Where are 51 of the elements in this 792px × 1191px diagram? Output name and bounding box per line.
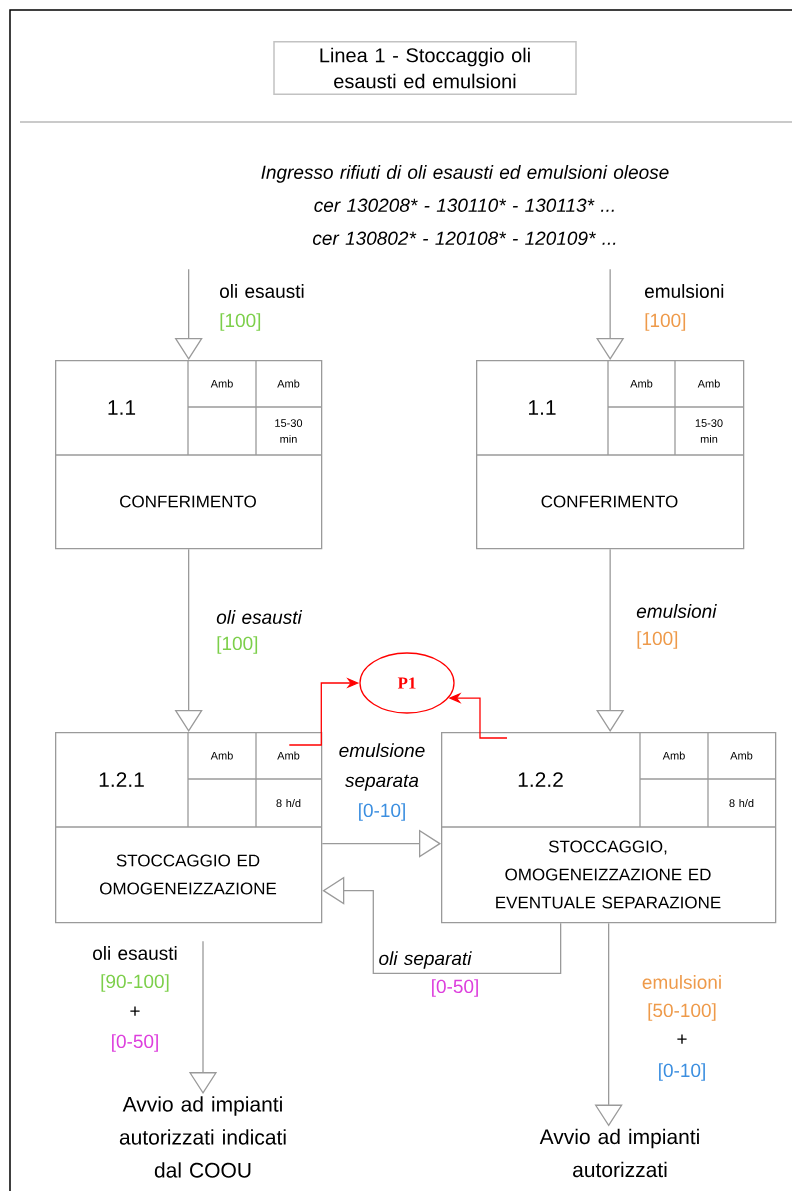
cell-text: 15-30 min — [695, 419, 723, 443]
edge-label: oli esausti — [220, 284, 304, 298]
cell-text: Amb — [730, 751, 753, 760]
cell-text: 8 h/d — [276, 798, 301, 808]
step-caption: CONFERIMENTO — [120, 495, 256, 508]
flow-value: [100] — [220, 313, 261, 331]
step-number: 1.2.1 — [99, 772, 144, 787]
flow-value: + — [130, 1006, 140, 1016]
edge-label: oli separati — [379, 951, 472, 969]
destination-text: Avvio ad impianti autorizzati indicati dal COOU — [119, 1096, 286, 1178]
cell-text: Amb — [697, 379, 720, 388]
flow-value: [100] — [637, 631, 678, 649]
edge-label: emulsioni — [642, 975, 721, 989]
cell-text: Amb — [662, 751, 685, 760]
connector-arrow — [596, 548, 625, 732]
edge-label: emulsioni — [645, 284, 724, 298]
flow-value: + — [677, 1034, 687, 1044]
connector-arrow — [596, 268, 625, 360]
process-box — [440, 731, 777, 924]
flow-value: [0-10] — [659, 1063, 705, 1081]
process-box — [475, 359, 745, 550]
step-number: 1.2.2 — [518, 772, 563, 787]
step-number: 1.1 — [529, 400, 556, 415]
cell-text: Amb — [210, 751, 233, 760]
destination-text: Avvio ad impianti autorizzati — [539, 1128, 699, 1178]
flow-value: [50-100] — [648, 1003, 716, 1021]
step-caption: STOCCAGGIO, OMOGENEIZZAZIONE ED EVENTUALE SEPARAZIONE — [496, 840, 721, 909]
flow-value: [0-10] — [359, 803, 405, 821]
cell-text: 15-30 min — [275, 419, 303, 443]
flow-value: [90-100] — [101, 974, 169, 992]
edge-label: emulsioni — [636, 604, 717, 618]
process-box — [54, 731, 323, 924]
cell-text: Amb — [630, 379, 653, 388]
flow-value: [0-50] — [432, 979, 478, 997]
flow-value: [100] — [645, 313, 686, 331]
cell-text: 8 h/d — [729, 798, 754, 808]
cell-text: Amb — [210, 379, 233, 388]
edge-label: oli esausti — [216, 610, 303, 624]
title-box: Linea 1 - Stoccaggio oli esausti ed emulsioni — [273, 40, 577, 96]
edge-label: oli esausti — [93, 946, 177, 960]
step-caption: CONFERIMENTO — [541, 495, 678, 508]
process-box — [54, 359, 323, 550]
step-caption: STOCCAGGIO ED OMOGENEIZZAZIONE — [100, 854, 277, 895]
cell-text: Amb — [277, 751, 300, 760]
connector-arrow — [321, 829, 441, 858]
edge-label: emulsione separata — [339, 743, 425, 791]
flow-value: [0-50] — [112, 1034, 158, 1052]
step-number: 1.1 — [108, 400, 136, 415]
input-text: Ingresso rifiuti di oli esausti ed emulsioni oleose cer 130208* - 130110* - 130113* ... cer 130802* - 120108* - 120109* ... — [261, 165, 669, 245]
cell-text: Amb — [277, 379, 300, 388]
flow-value: [100] — [217, 636, 258, 654]
